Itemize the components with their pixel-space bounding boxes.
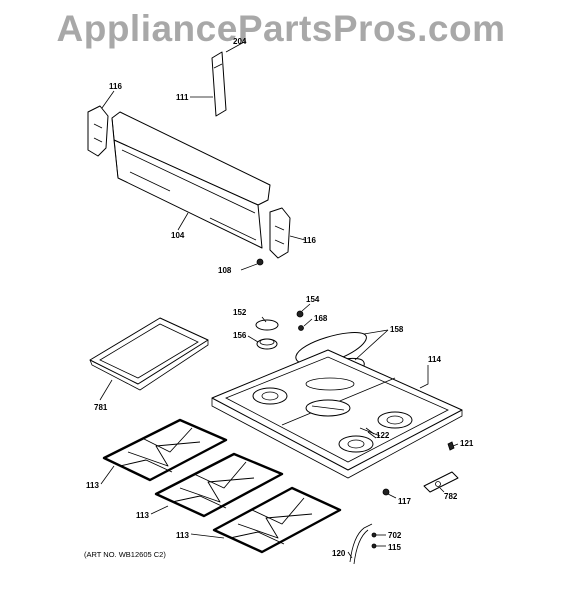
burner-head [256, 338, 278, 350]
orifice-parts [296, 310, 304, 331]
screw-117 [382, 488, 390, 496]
callout-104: 104 [171, 231, 185, 240]
callout-781: 781 [94, 403, 108, 412]
wire-harness-120 [349, 523, 377, 565]
callout-108: 108 [218, 266, 232, 275]
clip-121 [447, 441, 455, 451]
callout-121: 121 [460, 439, 474, 448]
callout-120: 120 [332, 549, 346, 558]
callout-113-middle: 113 [136, 511, 149, 520]
callout-152: 152 [233, 308, 247, 317]
watermark-text: AppliancePartsPros.com [56, 8, 506, 49]
end-cap-right [269, 207, 291, 259]
callout-114: 114 [428, 355, 441, 364]
callout-156: 156 [233, 331, 247, 340]
grate-1 [102, 418, 228, 482]
callout-154: 154 [306, 295, 320, 304]
leader-lines [99, 40, 459, 559]
spark-electrode-122 [367, 431, 377, 439]
ignitor-switch-782 [423, 471, 459, 493]
grate-3 [212, 486, 342, 554]
callout-117: 117 [398, 497, 411, 506]
callout-782: 782 [444, 492, 458, 501]
callout-113-bottom: 113 [176, 531, 189, 540]
callout-labels: 204 111 116 104 116 108 154 152 168 156 … [86, 37, 474, 558]
callout-113-top: 113 [86, 481, 99, 490]
screw-108 [256, 258, 264, 266]
callout-168: 168 [314, 314, 328, 323]
end-cap-left [87, 105, 109, 157]
callout-115: 115 [388, 543, 401, 552]
bracket-111 [211, 51, 227, 117]
callout-122: 122 [376, 431, 390, 440]
callout-116-left: 116 [109, 82, 122, 91]
cooktop [211, 349, 463, 479]
griddle [89, 317, 209, 391]
callout-702: 702 [388, 531, 402, 540]
callout-111: 111 [176, 93, 189, 102]
grate-2 [154, 452, 284, 518]
callout-204: 204 [233, 37, 247, 46]
art-number: (ART NO. WB12605 C2) [84, 550, 166, 559]
callout-158: 158 [390, 325, 404, 334]
callout-116-right: 116 [303, 236, 316, 245]
backsplash-panel [111, 111, 271, 249]
burner-cap [255, 319, 279, 331]
